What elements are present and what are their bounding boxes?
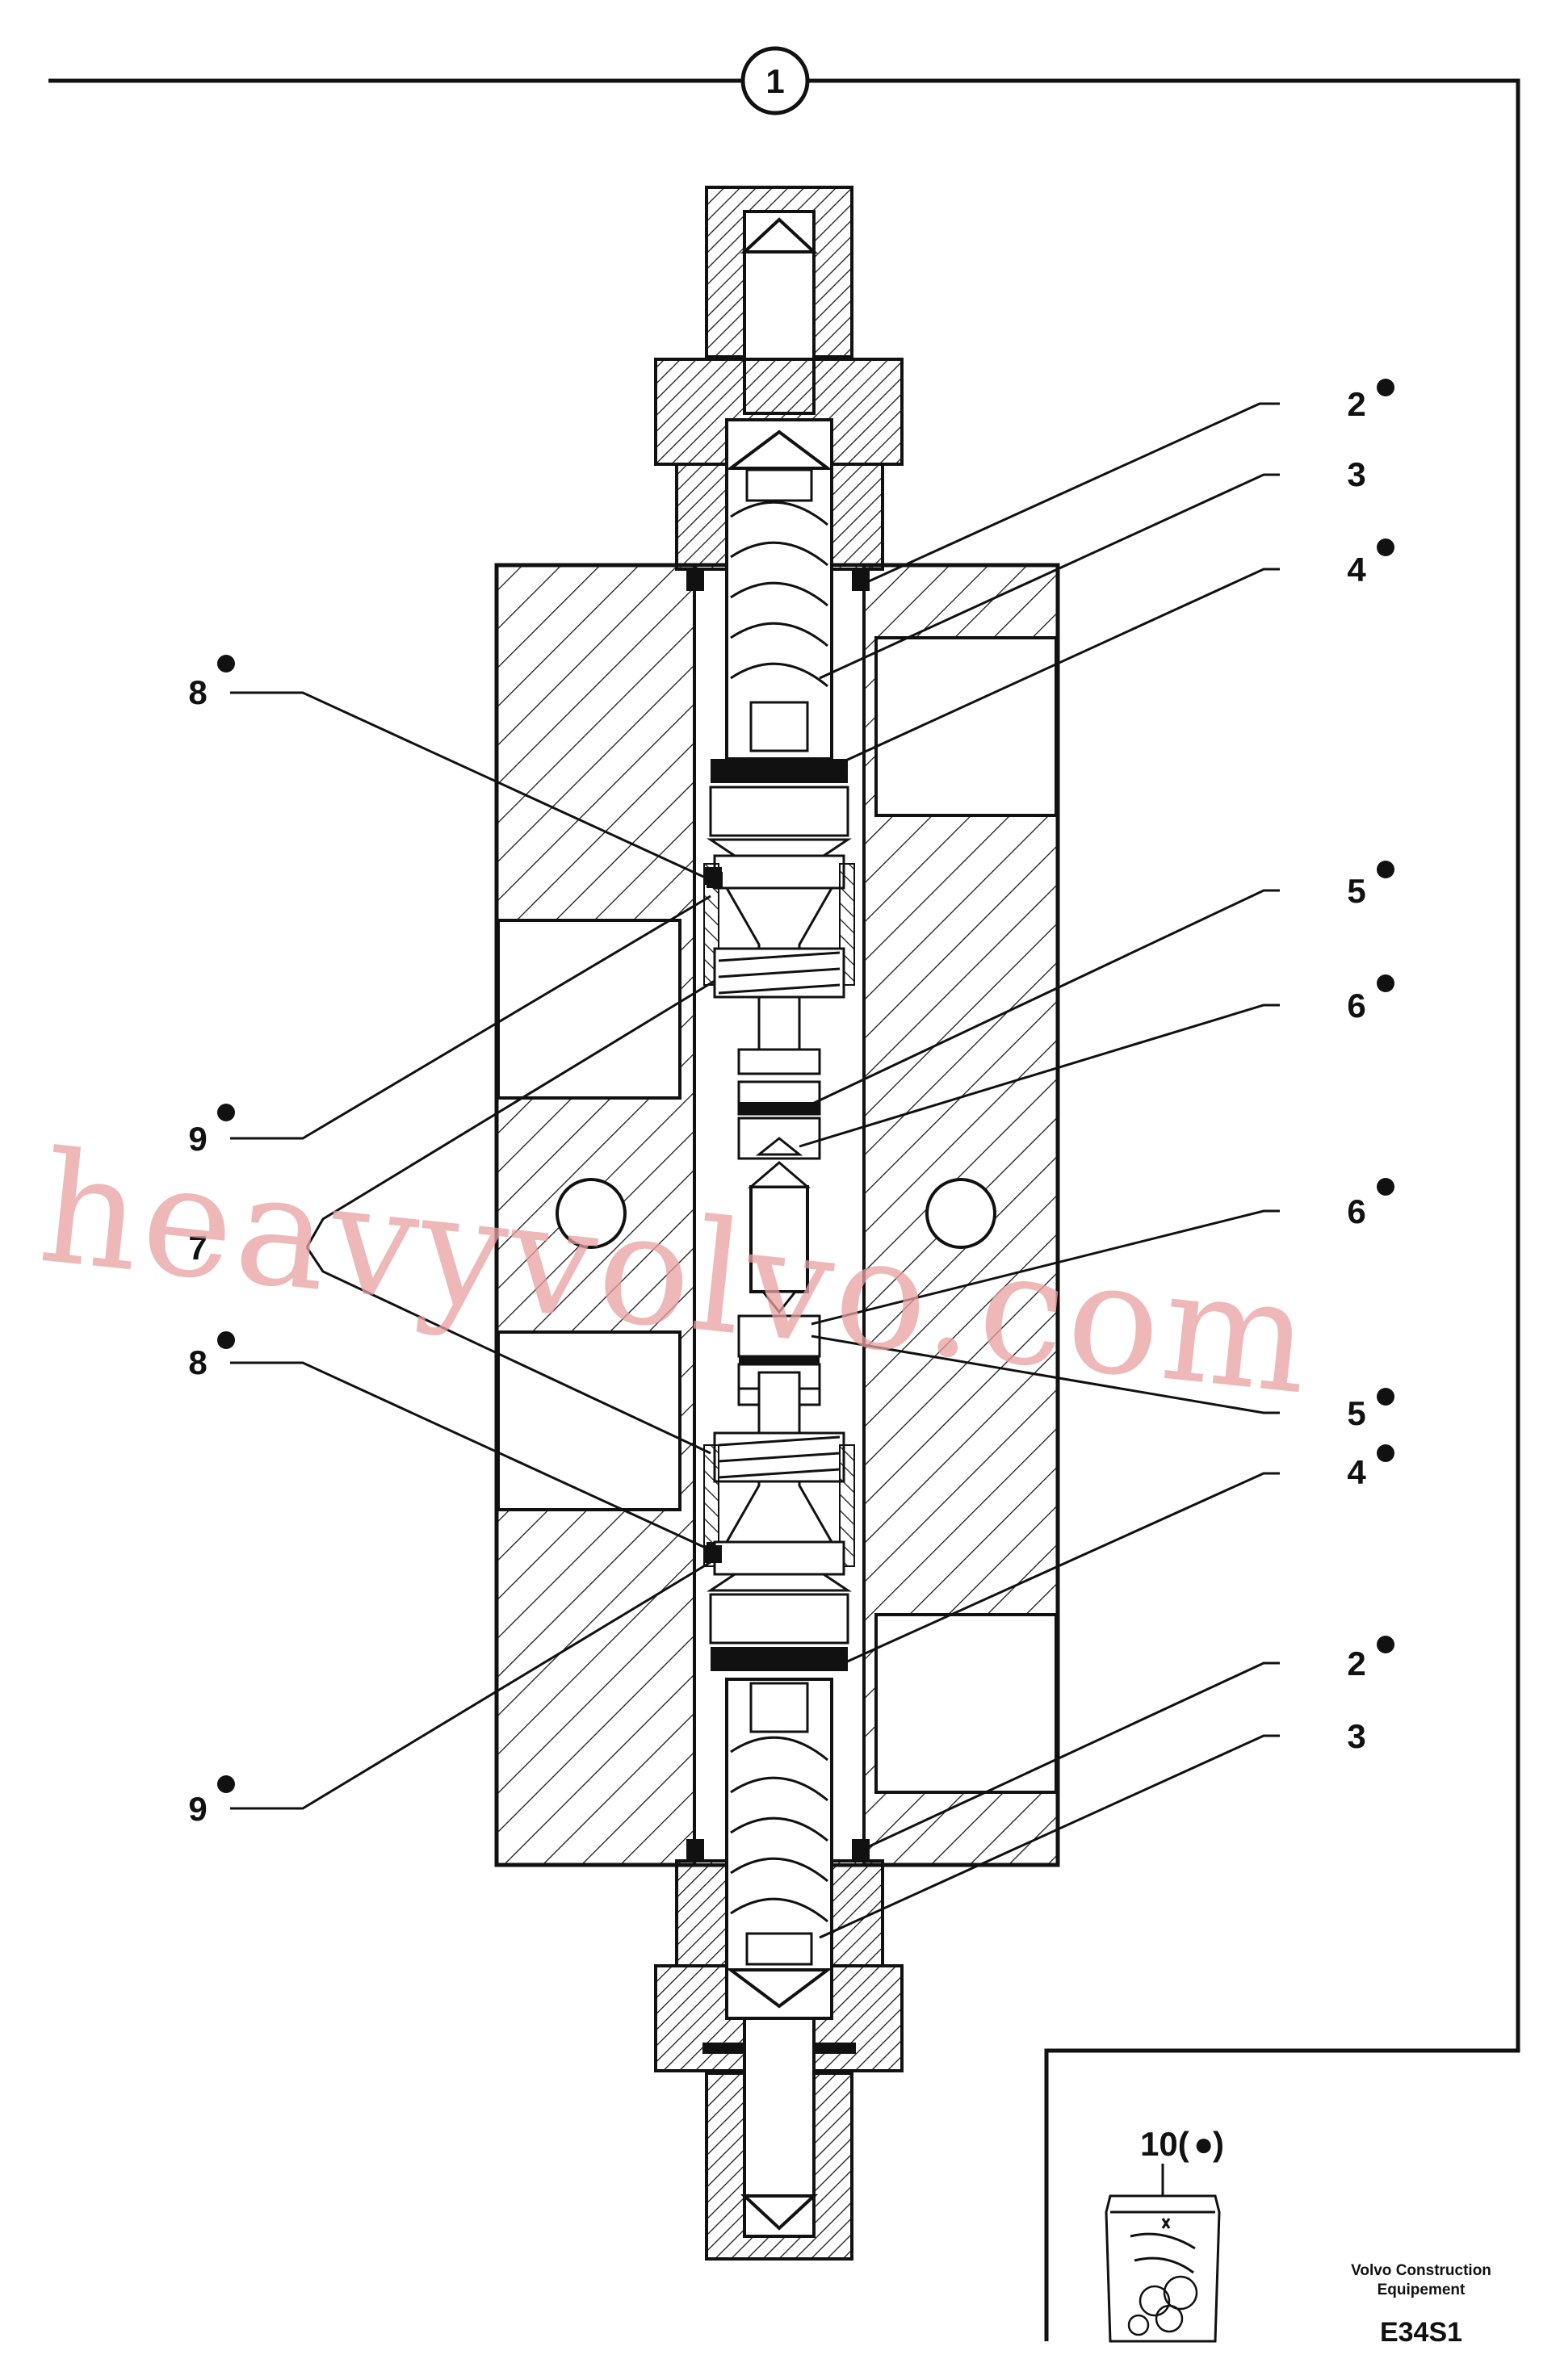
callout-2-lower: 2: [1347, 1636, 1394, 1682]
seal-kit-bag-icon: [1105, 2194, 1221, 2343]
top-piston: [703, 759, 855, 1075]
seal-kit-label: 10(: [1140, 2125, 1189, 2163]
top-spring: [730, 501, 828, 752]
bottom-fitting: [654, 1678, 904, 2261]
callout-5-upper-dot: [1377, 861, 1394, 878]
callout-9-lower: 9: [188, 1775, 235, 1828]
callout-2-upper-dot: [1377, 379, 1394, 396]
callout-6-lower: 6: [1347, 1178, 1394, 1230]
publisher-line1: Volvo Construction: [1351, 2262, 1491, 2279]
publisher-line2: Equipement: [1378, 2282, 1466, 2298]
callout-3-lower: 3: [1347, 1717, 1365, 1755]
callout-3-upper-label: 3: [1347, 455, 1365, 493]
callout-8-upper: 8: [188, 655, 235, 711]
mounting-hole-left: [556, 1178, 627, 1249]
assembly-bracket: [48, 78, 1520, 2341]
leader-lines: [230, 402, 1280, 1939]
callout-5-lower: 5: [1347, 1388, 1394, 1432]
callout-5-lower-label: 5: [1347, 1394, 1365, 1432]
callout-7: 7: [188, 1229, 207, 1267]
left-port-lower: [497, 1330, 681, 1511]
callout-3-lower-label: 3: [1347, 1717, 1365, 1755]
callout-1: 1: [740, 46, 810, 115]
callout-6-upper-dot: [1377, 974, 1394, 992]
right-port-lower: [874, 1613, 1058, 1794]
callout-1-label: 1: [765, 62, 784, 100]
callout-4-upper-label: 4: [1347, 551, 1366, 589]
seal-kit: 10( ● ): [1105, 2125, 1224, 2343]
callout-6-upper-label: 6: [1347, 987, 1365, 1024]
callout-9-upper-dot: [217, 1104, 235, 1121]
callout-4-lower-label: 4: [1347, 1453, 1366, 1491]
mounting-hole-right: [925, 1178, 996, 1249]
callout-4-upper: 4: [1347, 538, 1394, 589]
seal-kit-dot: ●: [1193, 2125, 1214, 2163]
drawing-code: E34S1: [1380, 2317, 1462, 2348]
callout-5-lower-dot: [1377, 1388, 1394, 1406]
callout-2-lower-dot: [1377, 1636, 1394, 1653]
callout-8-upper-dot: [217, 655, 235, 673]
callout-2-upper-label: 2: [1347, 385, 1365, 423]
callout-5-upper: 5: [1347, 861, 1394, 910]
callout-9-upper: 9: [188, 1104, 235, 1158]
callout-6-lower-label: 6: [1347, 1192, 1365, 1230]
callout-8-lower: 8: [188, 1331, 235, 1381]
callout-3-upper: 3: [1347, 455, 1365, 493]
callout-4-lower-dot: [1377, 1444, 1394, 1462]
callout-4-lower: 4: [1347, 1444, 1394, 1491]
callout-2-lower-label: 2: [1347, 1645, 1365, 1682]
callout-6-lower-dot: [1377, 1178, 1394, 1196]
callout-8-lower-label: 8: [188, 1343, 207, 1381]
callout-9-lower-label: 9: [188, 1790, 207, 1828]
bottom-piston: [703, 1363, 855, 1671]
callout-4-upper-dot: [1377, 538, 1394, 556]
callout-8-lower-dot: [217, 1331, 235, 1349]
left-port-upper: [497, 919, 681, 1100]
callout-9-lower-dot: [217, 1775, 235, 1793]
callout-5-upper-label: 5: [1347, 872, 1365, 910]
right-port-upper: [874, 636, 1058, 817]
callout-6-upper: 6: [1347, 974, 1394, 1024]
seal-kit-close: ): [1213, 2125, 1224, 2163]
callout-9-upper-label: 9: [188, 1120, 207, 1158]
callout-8-upper-label: 8: [188, 673, 207, 711]
callout-7-label: 7: [188, 1229, 207, 1267]
callout-2-upper: 2: [1347, 379, 1394, 423]
